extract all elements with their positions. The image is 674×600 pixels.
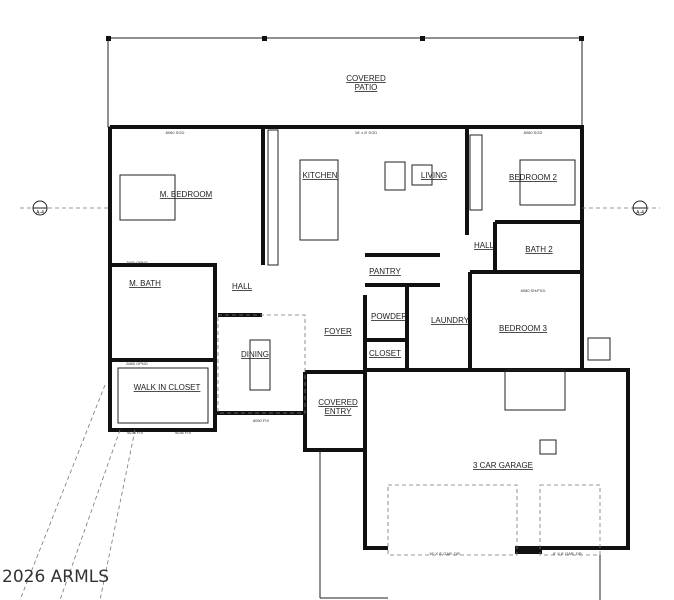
dim-closet-window-1: 4036 FIX (127, 430, 144, 435)
dim-dining-window: 8050 FIX (253, 418, 270, 423)
label-bedroom-3: BEDROOM 3 (499, 324, 548, 333)
label-dining: DINING (241, 350, 269, 359)
dim-closet-opening: 2680 OPNG (126, 361, 148, 366)
label-covered-patio-2: PATIO (355, 83, 378, 92)
patio-posts (106, 36, 584, 41)
label-hall-left: HALL (232, 282, 253, 291)
fixtures (117, 129, 611, 455)
dim-bed3-window: 6080 SH/FXD (521, 288, 546, 293)
label-m-bedroom: M. BEDROOM (160, 190, 213, 199)
dim-bed2-window: 8080 SGD (524, 130, 543, 135)
section-marker-right: A-4 (582, 200, 660, 216)
dining-outline (217, 314, 306, 414)
section-marker-left: A-4 (20, 200, 108, 216)
garage-door-1-swing (387, 484, 518, 556)
dim-garage-door-2: 8' X 8' GAR. DR. (553, 551, 583, 556)
label-covered-entry-2: ENTRY (325, 407, 353, 416)
label-powder: POWDER (371, 312, 407, 321)
label-laundry: LAUNDRY (431, 316, 470, 325)
label-closet: CLOSET (369, 349, 401, 358)
dim-living-door: 16' x 8' SGD (355, 130, 377, 135)
utility-lines (19, 384, 136, 600)
watermark: 2026 ARMLS (2, 567, 109, 587)
label-foyer: FOYER (324, 327, 352, 336)
svg-text:A-4: A-4 (36, 210, 44, 216)
label-m-bath: M. BATH (129, 279, 161, 288)
label-bath-2: BATH 2 (525, 245, 553, 254)
driveway-lines (319, 450, 601, 600)
svg-text:A-4: A-4 (636, 210, 644, 216)
label-walk-in-closet: WALK IN CLOSET (134, 383, 201, 392)
label-pantry: PANTRY (369, 267, 401, 276)
garage-door-2-swing (539, 484, 601, 556)
label-living: LIVING (421, 171, 447, 180)
label-kitchen: KITCHEN (302, 171, 337, 180)
dim-mbath-opening: 2680 OPNG (126, 260, 148, 265)
label-3-car-garage: 3 CAR GARAGE (473, 461, 533, 470)
label-covered-entry-1: COVERED (318, 398, 358, 407)
dim-garage-door-1: 16' X 8' GAR. DR. (429, 551, 461, 556)
label-hall-right: HALL (474, 241, 495, 250)
dim-closet-window-2: 4036 FIX (175, 430, 192, 435)
label-covered-patio-1: COVERED (346, 74, 386, 83)
dim-mbed-window: 8080 SGD (166, 130, 185, 135)
covered-patio-outline (107, 37, 583, 128)
label-bedroom-2: BEDROOM 2 (509, 173, 558, 182)
